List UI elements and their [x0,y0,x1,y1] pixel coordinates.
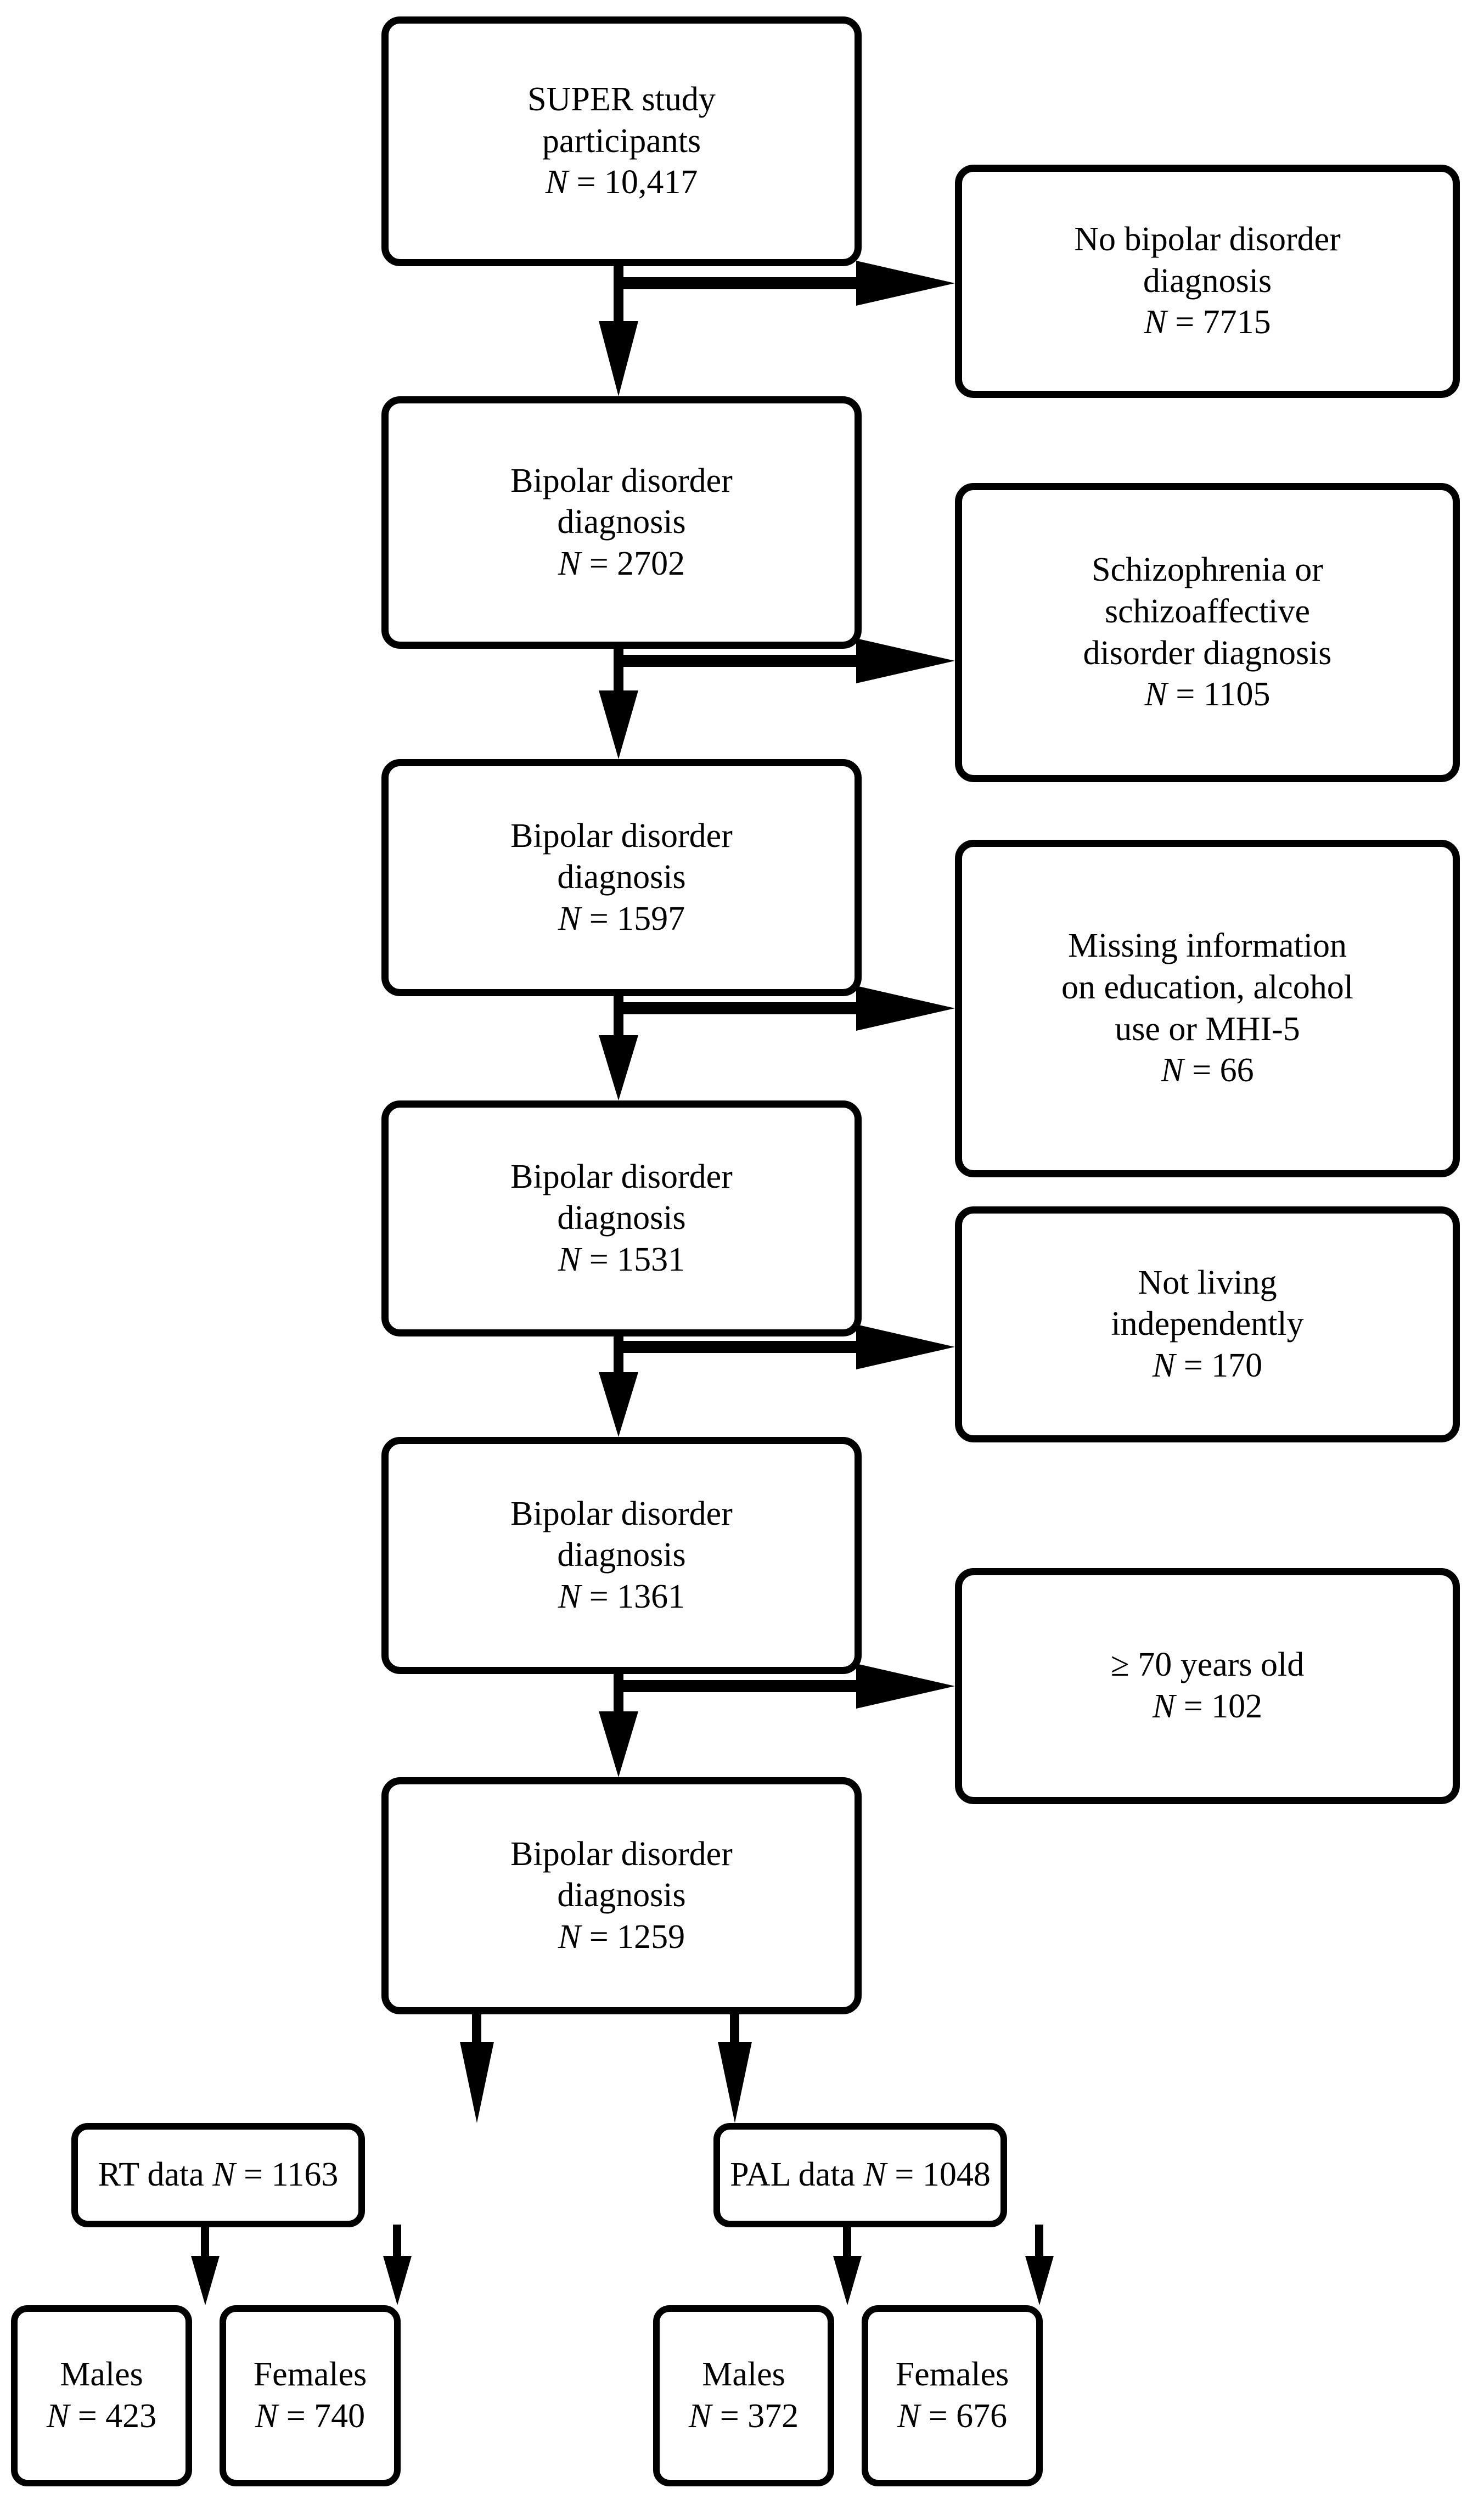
connector-branch-3 [619,1002,876,1014]
node-label: ≥ 70 years old [1110,1646,1305,1684]
node-rt-data[interactable]: RT data N = 1163 [71,2123,365,2227]
node-count: N = 1597 [558,900,685,937]
node-count: N = 7715 [1144,304,1271,341]
node-label: Males [702,2356,785,2394]
node-label: PAL data [730,2156,864,2194]
node-count: N = 10,417 [545,164,698,201]
node-super-participants[interactable]: SUPER study participants N = 10,417 [381,16,862,266]
node-schizophrenia[interactable]: Schizophrenia or schizoaffective disorde… [955,483,1460,782]
node-no-bipolar[interactable]: No bipolar disorder diagnosis N = 7715 [955,165,1460,398]
node-label: Bipolar disorder diagnosis [510,1495,733,1574]
arrowhead-down-4 [599,1372,638,1437]
node-count: N = 170 [1152,1346,1263,1384]
arrowhead-right-4 [856,1324,955,1369]
arrowhead-down-rt-males [191,2256,220,2305]
node-count: N = 1259 [558,1918,685,1956]
node-label: No bipolar disorder diagnosis [1074,221,1341,300]
arrowhead-down-1 [599,321,638,396]
connector-branch-1 [619,277,876,289]
arrowhead-down-pal [718,2042,752,2123]
connector-stem-1 [614,263,623,329]
connector-stem-rt-females [393,2225,401,2263]
node-label: Bipolar disorder diagnosis [510,1835,733,1914]
arrowhead-down-pal-males [833,2256,862,2305]
arrowhead-right-5 [856,1664,955,1709]
node-label: Females [895,2356,1009,2394]
connector-stem-rt-males [201,2225,209,2263]
node-rt-females[interactable]: Females N = 740 [220,2305,401,2486]
node-pal-males[interactable]: Males N = 372 [653,2305,834,2486]
arrowhead-down-rt-females [383,2256,412,2305]
node-count: N = 1361 [558,1577,685,1615]
node-pal-females[interactable]: Females N = 676 [862,2305,1043,2486]
node-bipolar-1531[interactable]: Bipolar disorder diagnosis N = 1531 [381,1100,862,1336]
arrowhead-right-1 [856,261,955,306]
node-count: N = 2702 [558,544,685,582]
arrowhead-down-3 [599,1035,638,1100]
node-label: Bipolar disorder diagnosis [510,1158,733,1237]
node-count: N = 102 [1152,1688,1263,1725]
node-count: N = 1163 [212,2156,339,2194]
node-count: N = 372 [688,2397,799,2435]
node-bipolar-2702[interactable]: Bipolar disorder diagnosis N = 2702 [381,396,862,649]
arrowhead-right-3 [856,986,955,1031]
connector-stem-rt [472,2010,481,2048]
arrowhead-down-rt [460,2042,494,2123]
node-label: RT data [98,2156,213,2194]
node-bipolar-1597[interactable]: Bipolar disorder diagnosis N = 1597 [381,759,862,996]
node-count: N = 1105 [1144,676,1271,714]
connector-stem-pal-females [1035,2225,1043,2263]
node-count: N = 423 [46,2397,157,2435]
connector-branch-4 [619,1341,876,1353]
node-not-independent[interactable]: Not living independently N = 170 [955,1206,1460,1442]
node-bipolar-1361[interactable]: Bipolar disorder diagnosis N = 1361 [381,1437,862,1674]
node-bipolar-1259[interactable]: Bipolar disorder diagnosis N = 1259 [381,1777,862,2014]
arrowhead-down-5 [599,1711,638,1777]
node-label: SUPER study participants [527,81,716,160]
arrowhead-down-2 [599,690,638,759]
node-label: Schizophrenia or schizoaffective disorde… [1083,551,1332,672]
node-label: Males [60,2356,143,2394]
node-count: N = 676 [897,2397,1008,2435]
node-label: Not living independently [1111,1263,1304,1343]
node-label: Females [253,2356,367,2394]
node-missing-info[interactable]: Missing information on education, alcoho… [955,840,1460,1177]
node-count: N = 740 [255,2397,366,2435]
node-count: N = 1531 [558,1240,685,1278]
node-count: N = 1048 [863,2156,991,2194]
connector-stem-pal-males [843,2225,851,2263]
node-age-70[interactable]: ≥ 70 years old N = 102 [955,1568,1460,1804]
connector-stem-pal [730,2010,739,2048]
node-rt-males[interactable]: Males N = 423 [11,2305,192,2486]
connector-branch-5 [619,1680,876,1692]
arrowhead-down-pal-females [1025,2256,1054,2305]
connector-branch-2 [619,655,876,667]
node-label: Bipolar disorder diagnosis [510,462,733,541]
node-pal-data[interactable]: PAL data N = 1048 [713,2123,1007,2227]
node-label: Missing information on education, alcoho… [1061,927,1353,1048]
node-count: N = 66 [1161,1052,1254,1089]
arrowhead-right-2 [856,638,955,683]
node-label: Bipolar disorder diagnosis [510,817,733,896]
